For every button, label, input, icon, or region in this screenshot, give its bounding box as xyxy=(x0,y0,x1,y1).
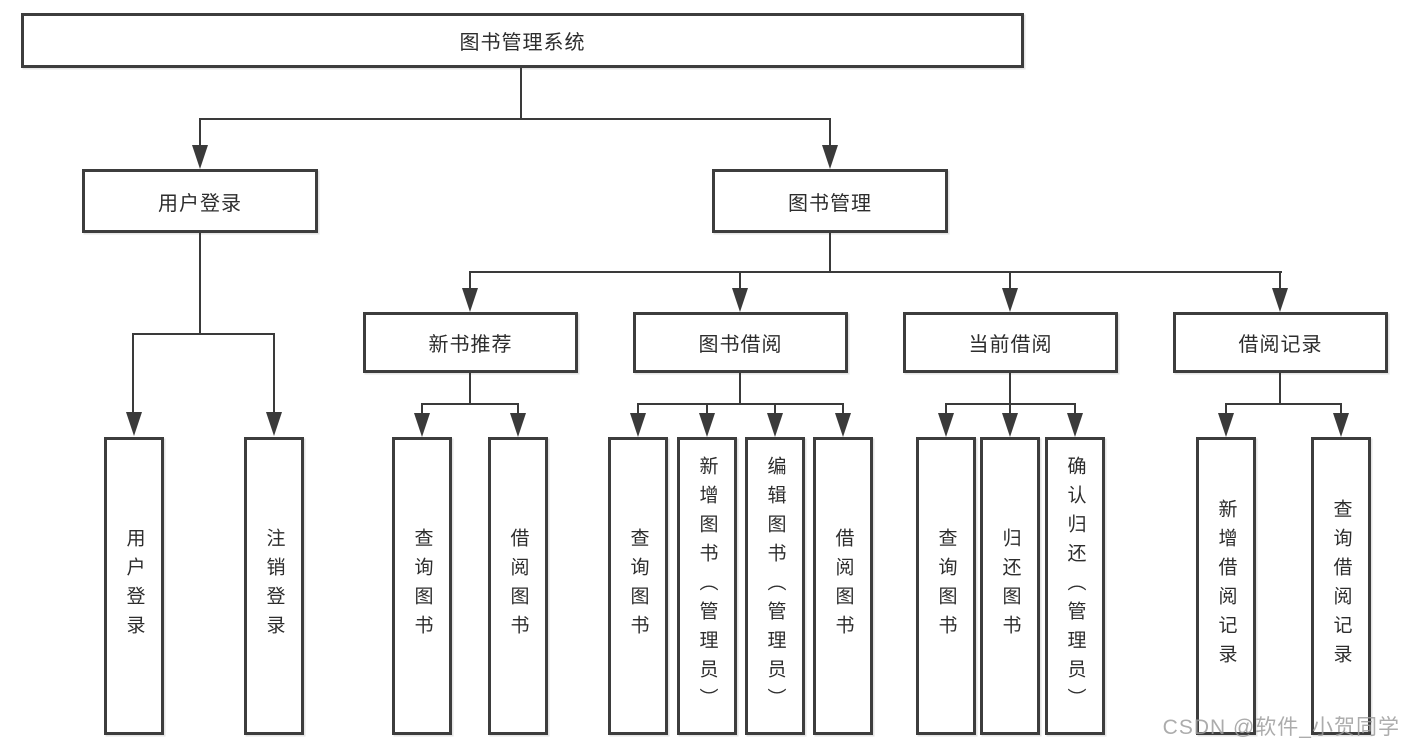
connector-line xyxy=(945,403,947,414)
leaf-logout: 注销登录 xyxy=(244,437,304,735)
connector-line xyxy=(199,118,201,146)
arrowhead-down xyxy=(1002,288,1018,312)
node-book-borrowing: 图书借阅 xyxy=(633,312,848,373)
node-root: 图书管理系统 xyxy=(21,13,1024,68)
connector-line xyxy=(1009,373,1011,405)
connector-line xyxy=(469,373,471,405)
leaf-cb-confirm-return-admin-label: 确认归还（管理员） xyxy=(1064,455,1086,717)
leaf-bb-edit-books-admin: 编辑图书（管理员） xyxy=(745,437,805,735)
connector-line xyxy=(1225,403,1227,414)
arrowhead-down xyxy=(462,288,478,312)
leaf-br-add-record-label: 新增借阅记录 xyxy=(1215,499,1237,673)
arrowhead-down xyxy=(1002,413,1018,437)
connector-line xyxy=(739,373,741,405)
arrowhead-down xyxy=(822,145,838,169)
arrowhead-down xyxy=(1333,413,1349,437)
arrowhead-down xyxy=(732,288,748,312)
leaf-user-login: 用户登录 xyxy=(104,437,164,735)
leaf-user-login-label: 用户登录 xyxy=(123,528,145,644)
connector-line xyxy=(469,271,1282,273)
arrowhead-down xyxy=(126,412,142,436)
connector-line xyxy=(1009,271,1011,289)
node-current-borrowing: 当前借阅 xyxy=(903,312,1118,373)
connector-line xyxy=(1279,271,1281,289)
leaf-br-query-record: 查询借阅记录 xyxy=(1311,437,1371,735)
connector-line xyxy=(706,403,708,414)
node-user-login-label: 用户登录 xyxy=(158,192,242,215)
arrowhead-down xyxy=(630,413,646,437)
leaf-cb-return-books-label: 归还图书 xyxy=(999,528,1021,644)
connector-line xyxy=(199,118,831,120)
connector-line xyxy=(517,403,519,414)
connector-line xyxy=(739,271,741,289)
leaf-nb-query-books-label: 查询图书 xyxy=(411,528,433,644)
node-borrowing-records-label: 借阅记录 xyxy=(1238,334,1323,356)
connector-line xyxy=(1340,403,1342,414)
node-book-management-label: 图书管理 xyxy=(788,192,872,215)
leaf-nb-query-books: 查询图书 xyxy=(392,437,452,735)
connector-line xyxy=(637,403,639,414)
connector-line xyxy=(637,403,844,405)
connector-line xyxy=(829,233,831,273)
csdn-watermark: CSDN @软件_小贺同学 xyxy=(1162,716,1400,739)
node-root-label: 图书管理系统 xyxy=(459,32,586,54)
leaf-bb-edit-books-admin-label: 编辑图书（管理员） xyxy=(764,455,786,717)
node-book-management: 图书管理 xyxy=(712,169,948,233)
arrowhead-down xyxy=(699,413,715,437)
connector-line xyxy=(421,403,519,405)
leaf-br-query-record-label: 查询借阅记录 xyxy=(1330,499,1352,673)
leaf-nb-borrow-books: 借阅图书 xyxy=(488,437,548,735)
connector-line xyxy=(421,403,423,414)
leaf-br-add-record: 新增借阅记录 xyxy=(1196,437,1256,735)
connector-line xyxy=(1074,403,1076,414)
connector-line xyxy=(132,333,134,413)
connector-line xyxy=(842,403,844,414)
leaf-nb-borrow-books-label: 借阅图书 xyxy=(507,528,529,644)
connector-line xyxy=(132,333,275,335)
connector-line xyxy=(273,333,275,413)
leaf-logout-label: 注销登录 xyxy=(263,528,285,644)
leaf-cb-query-books-label: 查询图书 xyxy=(935,528,957,644)
leaf-cb-confirm-return-admin: 确认归还（管理员） xyxy=(1045,437,1105,735)
connector-line xyxy=(829,118,831,146)
connector-line xyxy=(1009,403,1011,414)
arrowhead-down xyxy=(835,413,851,437)
leaf-bb-add-books-admin-label: 新增图书（管理员） xyxy=(696,455,718,717)
arrowhead-down xyxy=(1272,288,1288,312)
arrowhead-down xyxy=(266,412,282,436)
node-current-borrowing-label: 当前借阅 xyxy=(968,334,1053,356)
node-new-book-recommend: 新书推荐 xyxy=(363,312,578,373)
connector-line xyxy=(774,403,776,414)
connector-line xyxy=(1225,403,1342,405)
node-new-book-recommend-label: 新书推荐 xyxy=(428,334,513,356)
node-borrowing-records: 借阅记录 xyxy=(1173,312,1388,373)
arrowhead-down xyxy=(510,413,526,437)
leaf-bb-query-books: 查询图书 xyxy=(608,437,668,735)
arrowhead-down xyxy=(767,413,783,437)
arrowhead-down xyxy=(938,413,954,437)
leaf-cb-query-books: 查询图书 xyxy=(916,437,976,735)
arrowhead-down xyxy=(1067,413,1083,437)
leaf-bb-borrow-books-label: 借阅图书 xyxy=(832,528,854,644)
arrowhead-down xyxy=(192,145,208,169)
leaf-bb-query-books-label: 查询图书 xyxy=(627,528,649,644)
node-book-borrowing-label: 图书借阅 xyxy=(698,334,783,356)
connector-line xyxy=(469,271,471,289)
connector-line xyxy=(1279,373,1281,405)
leaf-cb-return-books: 归还图书 xyxy=(980,437,1040,735)
connector-line xyxy=(199,233,201,335)
arrowhead-down xyxy=(414,413,430,437)
leaf-bb-add-books-admin: 新增图书（管理员） xyxy=(677,437,737,735)
node-user-login: 用户登录 xyxy=(82,169,318,233)
arrowhead-down xyxy=(1218,413,1234,437)
connector-line xyxy=(520,68,522,120)
leaf-bb-borrow-books: 借阅图书 xyxy=(813,437,873,735)
